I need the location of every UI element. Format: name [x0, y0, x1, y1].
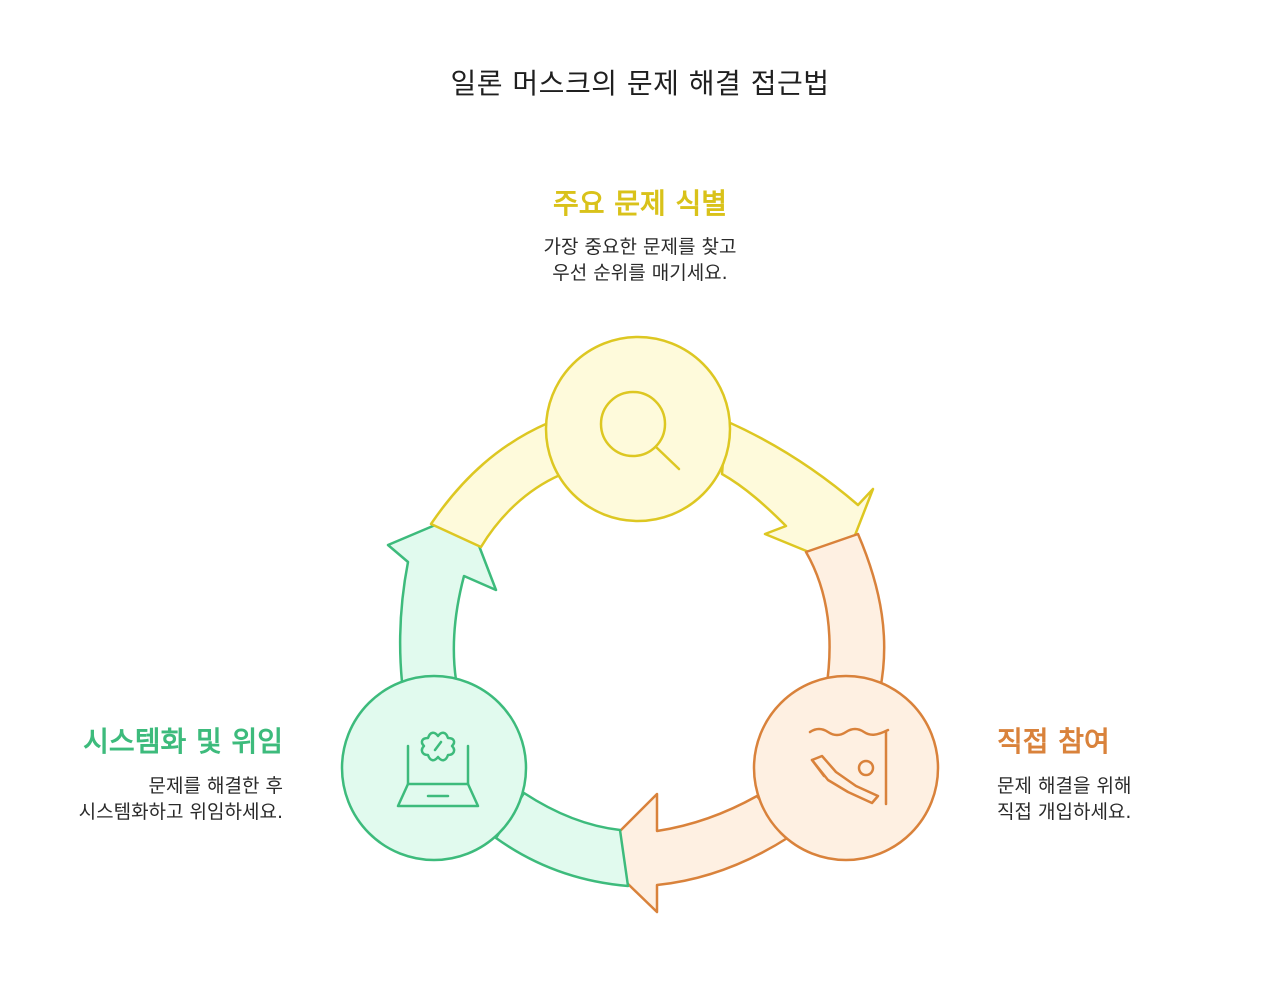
swimmer-icon: [808, 727, 890, 806]
step-description-identify: 가장 중요한 문제를 찾고 우선 순위를 매기세요.: [440, 234, 840, 286]
arrow-direct-to-system: [804, 532, 886, 692]
magnifier-icon: [599, 390, 681, 471]
description-line: 직접 개입하세요.: [997, 801, 1132, 823]
step-description-system: 문제를 해결한 후 시스템화하고 위임하세요.: [79, 773, 283, 825]
step-title-direct: 직접 참여: [997, 725, 1110, 758]
description-line: 가장 중요한 문제를 찾고: [543, 236, 737, 258]
description-line: 문제 해결을 위해: [997, 775, 1132, 797]
step-description-direct: 문제 해결을 위해 직접 개입하세요.: [997, 773, 1131, 825]
step-circle-identify: [544, 335, 732, 523]
step-title-system: 시스템화 및 위임: [83, 725, 283, 758]
description-line: 문제를 해결한 후: [148, 775, 283, 797]
arrow-direct-to-system-head: [595, 792, 791, 914]
step-title-identify: 주요 문제 식별: [552, 187, 728, 220]
arrow-yellow-tail: [429, 421, 562, 549]
description-line: 시스템화하고 위임하세요.: [78, 801, 283, 823]
arrow-system-to-identify-head: [386, 510, 498, 684]
arrow-system-to-identify: [494, 791, 630, 888]
page-title: 일론 머스크의 문제 해결 접근법: [450, 67, 830, 100]
step-circle-system: [340, 674, 528, 862]
step-circle-direct: [752, 674, 940, 862]
arrow-identify-to-direct: [720, 419, 875, 568]
laptop-gear-icon: [396, 731, 480, 808]
description-line: 우선 순위를 매기세요.: [552, 262, 728, 284]
